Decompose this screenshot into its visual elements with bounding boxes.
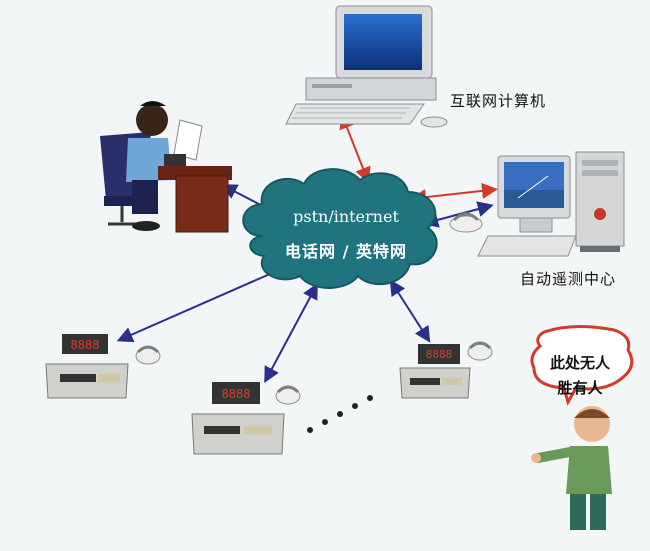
station-left: 8888 [45,334,161,399]
svg-text:8888: 8888 [222,387,251,401]
svg-text:8888: 8888 [71,338,100,352]
arrow-cloud-station-mid [264,282,318,384]
connection-arrows [116,112,498,384]
arrow-cloud-center-red [410,182,498,206]
arrow-cloud-station-right [389,279,431,343]
office-worker [100,101,232,233]
speech-bubble [530,324,634,406]
ellipsis-dots [307,395,373,433]
station-middle: 8888 [191,382,301,455]
arrow-cloud-center-blue [422,201,494,228]
telemetry-center-label: 自动遥测中心 [520,270,617,288]
arrow-cloud-station-left [116,261,296,343]
station-right: 8888 [399,341,493,399]
network-cloud [242,168,438,289]
svg-text:8888: 8888 [426,348,453,361]
internet-computer [285,5,448,128]
bubble-text-line1: 此处无人 [549,354,610,372]
pointing-man [531,406,612,530]
telemetry-center-computer [449,151,625,257]
network-label-line1: pstn/internet [293,207,399,226]
arrow-cloud-computer [339,112,371,184]
bubble-text-line2: 胜有人 [557,379,603,397]
network-label-line2: 电话网 / 英特网 [285,242,407,261]
internet-computer-label: 互联网计算机 [450,92,547,110]
